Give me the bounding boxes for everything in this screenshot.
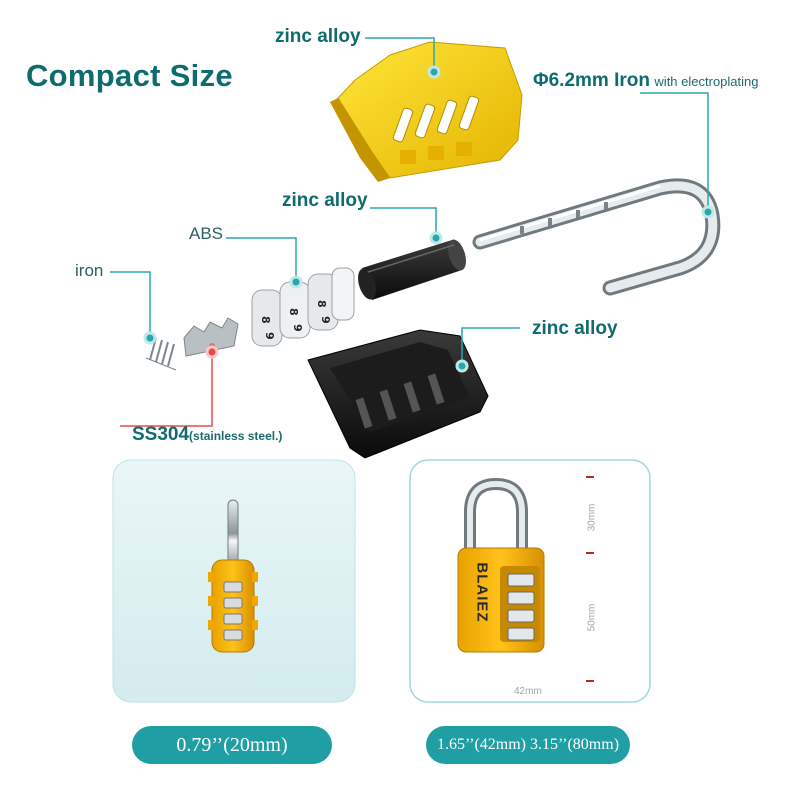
label-zinc-cylinder: zinc alloy [282,190,368,211]
label-shackle: Φ6.2mm Iron with electroplating [533,70,758,92]
size-pill-front: 1.65’’(42mm) 3.15’’(80mm) [426,726,630,764]
dim-shackle-height: 30mm [586,503,598,532]
label-zinc-body: zinc alloy [532,318,618,339]
label-shackle-sub: with electroplating [654,74,759,89]
dim-body-height: 50mm [586,603,598,632]
zinc-cylinder-part [358,239,466,300]
abs-dials-part: 8 8 8 9 9 9 [251,267,355,347]
leader-lines [110,37,709,366]
svg-text:8: 8 [259,316,272,324]
svg-text:9: 9 [319,316,332,324]
dimension-ticks [586,476,594,682]
callout-dots [143,65,715,373]
iron-springs-part [145,337,177,371]
label-ss304-sub: (stainless steel.) [189,429,283,443]
front-view-lock [457,477,545,653]
label-ss304-main: SS304 [132,424,190,445]
side-view-lock [208,499,258,653]
iron-shackle-part [472,178,721,296]
dim-width: 42mm [514,686,542,697]
zinc-body-part [307,329,489,459]
label-abs: ABS [189,224,224,243]
svg-text:8: 8 [315,300,328,308]
zinc-cover-part [330,41,523,182]
brand-logo: BLAIEZ [473,562,491,623]
svg-text:8: 8 [287,308,300,316]
svg-text:9: 9 [291,324,304,332]
label-zinc-cover: zinc alloy [275,26,361,47]
ss304-leader [120,350,213,427]
page-title: Compact Size [26,58,233,93]
svg-text:9: 9 [263,332,276,340]
label-ss304: SS304(stainless steel.) [132,424,282,446]
label-shackle-main: Φ6.2mm Iron [533,70,650,91]
size-pill-side: 0.79’’(20mm) [132,726,332,764]
label-iron: iron [75,261,104,280]
